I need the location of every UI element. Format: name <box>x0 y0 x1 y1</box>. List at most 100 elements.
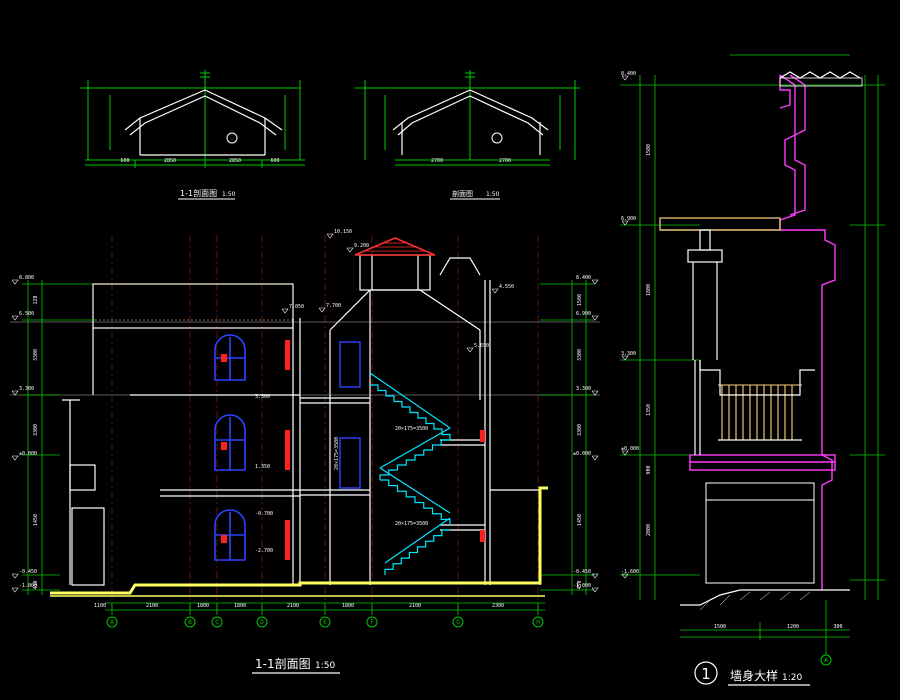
detail-dim-3: 300 <box>833 624 842 630</box>
stair-label-3: 20×175=3500 <box>334 437 340 470</box>
axis-label-C: C <box>215 619 219 626</box>
detail-balcony <box>699 360 815 441</box>
roof-right-marker <box>491 132 503 144</box>
right-vdims-2: 3300 <box>577 349 583 361</box>
axis-dim-7: 2100 <box>409 603 421 609</box>
tower <box>359 254 481 291</box>
detail-dimension-lines <box>620 54 885 655</box>
detail-railing <box>718 384 802 440</box>
detail-level-3: 3.300 <box>621 351 636 357</box>
right-levels-4: ±0.000 <box>573 451 591 457</box>
detail-level-5: -1.600 <box>621 569 639 575</box>
right-levels-1: 8.400 <box>576 275 591 281</box>
right-vdims-1: 1500 <box>577 294 583 306</box>
detail-slab <box>689 454 836 471</box>
roof-right-dim-2: 2700 <box>499 158 511 164</box>
right-vdims-5: 450 <box>577 580 583 589</box>
stair-flight-4 <box>384 529 450 575</box>
staircase <box>369 372 451 575</box>
roof-left-title: 1-1剖面图 <box>180 188 217 198</box>
right-levels-3: 3.300 <box>576 386 591 392</box>
window-tags <box>221 354 227 543</box>
axis-dim-8: 2300 <box>492 603 504 609</box>
detail-vdims-4: 900 <box>646 465 652 474</box>
detail-canopy <box>659 217 781 231</box>
right-vdims-3: 3300 <box>577 424 583 436</box>
roof-left-dim-3: 2850 <box>229 158 241 164</box>
roof-right-title: 剖面图 <box>452 189 473 198</box>
stair-flight-1-rail <box>369 372 451 429</box>
axis-label-H: H <box>536 619 540 626</box>
ground-line <box>50 486 548 595</box>
left-levels-2: 6.500 <box>19 311 34 317</box>
cupola-roof-tiles <box>365 242 425 252</box>
cupola-roof <box>354 237 436 256</box>
axis-bubble-C <box>211 616 223 628</box>
mid-level-4: -2.700 <box>255 548 273 554</box>
right-wall-markers <box>285 340 485 560</box>
roof-section-right <box>355 70 580 166</box>
level-lines <box>10 321 600 396</box>
detail-vdims-3: 1350 <box>646 404 652 416</box>
axis-bubble-A <box>106 616 118 628</box>
left-vdims-4: 1450 <box>33 514 39 526</box>
axis-dim-3: 1800 <box>197 603 209 609</box>
top-level-1: 10.150 <box>334 229 352 235</box>
mid-level-2: 1.350 <box>255 464 270 470</box>
top-level-6: 4.550 <box>499 284 514 290</box>
detail-wall <box>779 74 836 590</box>
detail-ground <box>680 589 850 606</box>
detail-vdims-2: 1800 <box>646 284 652 296</box>
detail-lower-frames <box>705 482 815 584</box>
roof-right-scale: 1:50 <box>486 191 500 198</box>
stair-flight-3-rail <box>379 467 451 514</box>
roof-left-marker <box>226 132 238 144</box>
detail-dim-2: 1200 <box>787 624 799 630</box>
axis-bubble-G <box>452 616 464 628</box>
axis-bubble-H <box>532 616 544 628</box>
stair-flight-3 <box>380 479 451 525</box>
axis-bubble-B <box>184 616 196 628</box>
stair-flight-1 <box>370 384 451 440</box>
right-vertical-dims: 1500 3300 3300 1450 450 <box>577 294 583 590</box>
detail-level-4: ±0.000 <box>621 446 639 452</box>
axis-bubble-E <box>319 616 331 628</box>
left-levels-3: 3.300 <box>19 386 34 392</box>
detail-dim-1: 1500 <box>714 624 726 630</box>
main-section-scale: 1:50 <box>315 661 335 671</box>
top-level-5: 5.650 <box>474 343 489 349</box>
stair-flight-2-rail <box>379 427 451 469</box>
axis-label-A: A <box>110 619 114 626</box>
axis-dim-2: 2100 <box>146 603 158 609</box>
grid-lines <box>111 235 539 615</box>
axis-label-G: G <box>456 619 460 626</box>
detail-column <box>687 229 723 455</box>
roof-left-dim-1: 600 <box>120 158 129 164</box>
stair-label-2: 20×175=3500 <box>395 521 428 527</box>
detail-number: 1 <box>701 665 711 683</box>
main-roof-hatch <box>92 283 294 321</box>
top-level-2: 9.200 <box>354 243 369 249</box>
detail-level-2: 6.900 <box>621 216 636 222</box>
left-vdims-5: 450 <box>33 580 39 589</box>
axis-label-D: D <box>260 619 264 626</box>
left-levels-5: -0.450 <box>19 569 37 575</box>
top-level-3: 7.700 <box>326 303 341 309</box>
roof-left-outline <box>124 89 283 156</box>
doors <box>339 341 361 489</box>
right-vdims-4: 1450 <box>577 514 583 526</box>
axis-dim-4: 1800 <box>234 603 246 609</box>
windows <box>214 334 246 561</box>
left-vdims-1: 120 <box>33 295 39 304</box>
left-levels-4: ±0.000 <box>19 451 37 457</box>
left-levels-6: -1.000 <box>19 583 37 589</box>
left-levels-1: 8.800 <box>19 275 34 281</box>
roof-section-left <box>80 70 305 168</box>
axis-dim-1: 1100 <box>94 603 106 609</box>
